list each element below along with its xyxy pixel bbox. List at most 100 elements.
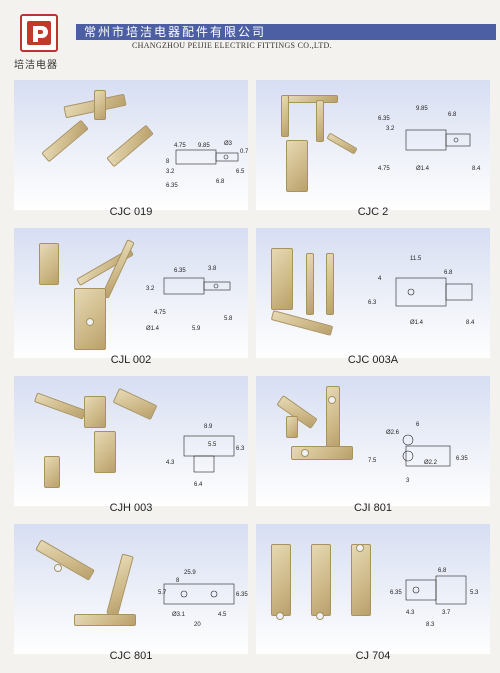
dimension-label: 11.5 <box>410 256 422 262</box>
product-photo <box>306 253 314 315</box>
product-code: CJ 704 <box>355 650 391 662</box>
dimension-label: 6.35 <box>174 268 186 274</box>
product-photo <box>311 544 331 616</box>
product-photo <box>33 392 87 420</box>
dimension-label: 5.7 <box>158 590 167 596</box>
dimension-label: 4.75 <box>174 143 186 149</box>
technical-drawing: 25.9 8 5.7 Ø3.1 4.5 20 6.35 <box>154 564 248 639</box>
dimension-label: 3 <box>406 478 410 484</box>
product-photo <box>84 396 106 428</box>
dimension-label: 9.85 <box>198 143 210 149</box>
product-panel-cjc801: 25.9 8 5.7 Ø3.1 4.5 20 6.35 <box>14 524 248 654</box>
product-photo <box>112 387 158 421</box>
product-panel-cjc003a: 11.5 4 6.8 6.3 Ø1.4 8.4 <box>256 228 490 358</box>
product-photo <box>44 456 60 488</box>
dimension-label: 9.85 <box>416 106 428 112</box>
dimension-label: Ø1.4 <box>416 166 430 172</box>
dimension-label: 7.5 <box>368 458 377 464</box>
dimension-label: 3.2 <box>166 169 175 175</box>
product-photo <box>351 544 371 616</box>
product-photo <box>270 310 334 336</box>
company-logo <box>20 14 58 52</box>
dimension-label: 6.8 <box>444 270 453 276</box>
dimension-label: 8 <box>166 159 170 165</box>
dimension-label: 6.35 <box>378 116 390 122</box>
dimension-label: 8.4 <box>472 166 481 172</box>
dimension-label: 3.7 <box>442 610 451 616</box>
product-photo <box>271 544 291 616</box>
dimension-label: 5.8 <box>224 316 233 322</box>
product-code: CJC 2 <box>357 206 389 218</box>
product-code: CJI 801 <box>354 502 392 514</box>
dimension-label: 8 <box>176 578 180 584</box>
product-panel-cjh003: 8.9 5.5 4.3 6.3 6.4 <box>14 376 248 506</box>
product-photo <box>41 119 89 163</box>
technical-drawing: 3.2 6.35 3.8 4.75 5.9 5.8 Ø1.4 <box>144 258 248 343</box>
dimension-label: 3.2 <box>386 126 395 132</box>
dimension-label: 6.35 <box>166 183 178 189</box>
dimension-label: 25.9 <box>184 570 196 576</box>
dimension-label: Ø2.2 <box>424 460 438 466</box>
dimension-label: 8.3 <box>426 622 435 628</box>
dimension-label: 6.35 <box>456 456 468 462</box>
product-photo <box>39 243 59 285</box>
product-photo <box>281 95 289 137</box>
product-panel-cjc2: 6.35 9.85 6.8 3.2 4.75 Ø1.4 8.4 <box>256 80 490 210</box>
product-photo <box>74 614 136 626</box>
product-photo <box>286 416 298 438</box>
product-photo <box>35 539 95 581</box>
dimension-label: Ø3 <box>224 141 233 147</box>
product-code: CJC 801 <box>109 650 153 662</box>
mounting-hole <box>301 449 309 457</box>
product-panel-cji801: 6 Ø2.6 Ø2.2 7.5 3 6.35 <box>256 376 490 506</box>
mounting-hole <box>356 544 364 552</box>
mounting-hole <box>86 318 94 326</box>
dimension-label: 6.3 <box>236 446 245 452</box>
mounting-hole <box>54 564 62 572</box>
dimension-label: 4.3 <box>166 460 175 466</box>
dimension-label: 4 <box>378 276 382 282</box>
dimension-label: 6.8 <box>216 179 225 185</box>
product-photo <box>106 124 154 168</box>
technical-drawing: 6.8 6.35 4.3 3.7 8.3 5.3 <box>386 564 486 639</box>
dimension-label: 6.3 <box>368 300 377 306</box>
dimension-label: 4.75 <box>378 166 390 172</box>
dimension-label: 5.9 <box>192 326 201 332</box>
company-name-cn: 常州市培洁电器配件有限公司 <box>76 24 496 40</box>
dimension-label: 4.3 <box>406 610 415 616</box>
mounting-hole <box>276 612 284 620</box>
product-photo <box>106 553 134 617</box>
product-panel-cjc019: 4.75 9.85 Ø3 0.7 3.2 6.35 6.8 6.5 8 <box>14 80 249 210</box>
dimension-label: 3.8 <box>208 266 217 272</box>
dimension-label: 6 <box>416 422 420 428</box>
technical-drawing: 8.9 5.5 4.3 6.3 6.4 <box>164 416 248 501</box>
product-photo <box>286 95 338 103</box>
dimension-label: 20 <box>194 622 201 628</box>
dimension-label: 6.8 <box>438 568 447 574</box>
product-photo <box>326 132 358 155</box>
technical-drawing: 11.5 4 6.8 6.3 Ø1.4 8.4 <box>366 248 486 353</box>
product-photo <box>94 431 116 473</box>
product-photo <box>271 248 293 310</box>
dimension-label: Ø3.1 <box>172 612 186 618</box>
dimension-label: Ø2.6 <box>386 430 400 436</box>
technical-drawing: 6.35 9.85 6.8 3.2 4.75 Ø1.4 8.4 <box>376 100 488 195</box>
dimension-label: 5.5 <box>208 442 217 448</box>
dimension-label: 0.7 <box>240 149 249 155</box>
company-name-en: CHANGZHOU PEIJIE ELECTRIC FITTINGS CO.,L… <box>132 41 332 50</box>
dimension-label: 8.9 <box>204 424 213 430</box>
technical-drawing: 6 Ø2.6 Ø2.2 7.5 3 6.35 <box>366 416 488 501</box>
product-code: CJL 002 <box>110 354 152 366</box>
technical-drawing: 4.75 9.85 Ø3 0.7 3.2 6.35 6.8 6.5 8 <box>164 135 249 200</box>
dimension-label: 5.3 <box>470 590 479 596</box>
dimension-label: 6.8 <box>448 112 457 118</box>
mounting-hole <box>316 612 324 620</box>
product-photo <box>326 253 334 315</box>
product-photo <box>286 140 308 192</box>
dimension-label: 6.35 <box>236 592 248 598</box>
dimension-label: 4.75 <box>154 310 166 316</box>
dimension-label: 6.35 <box>390 590 402 596</box>
product-photo <box>94 90 106 120</box>
dimension-label: 8.4 <box>466 320 475 326</box>
dimension-label: 6.4 <box>194 482 203 488</box>
